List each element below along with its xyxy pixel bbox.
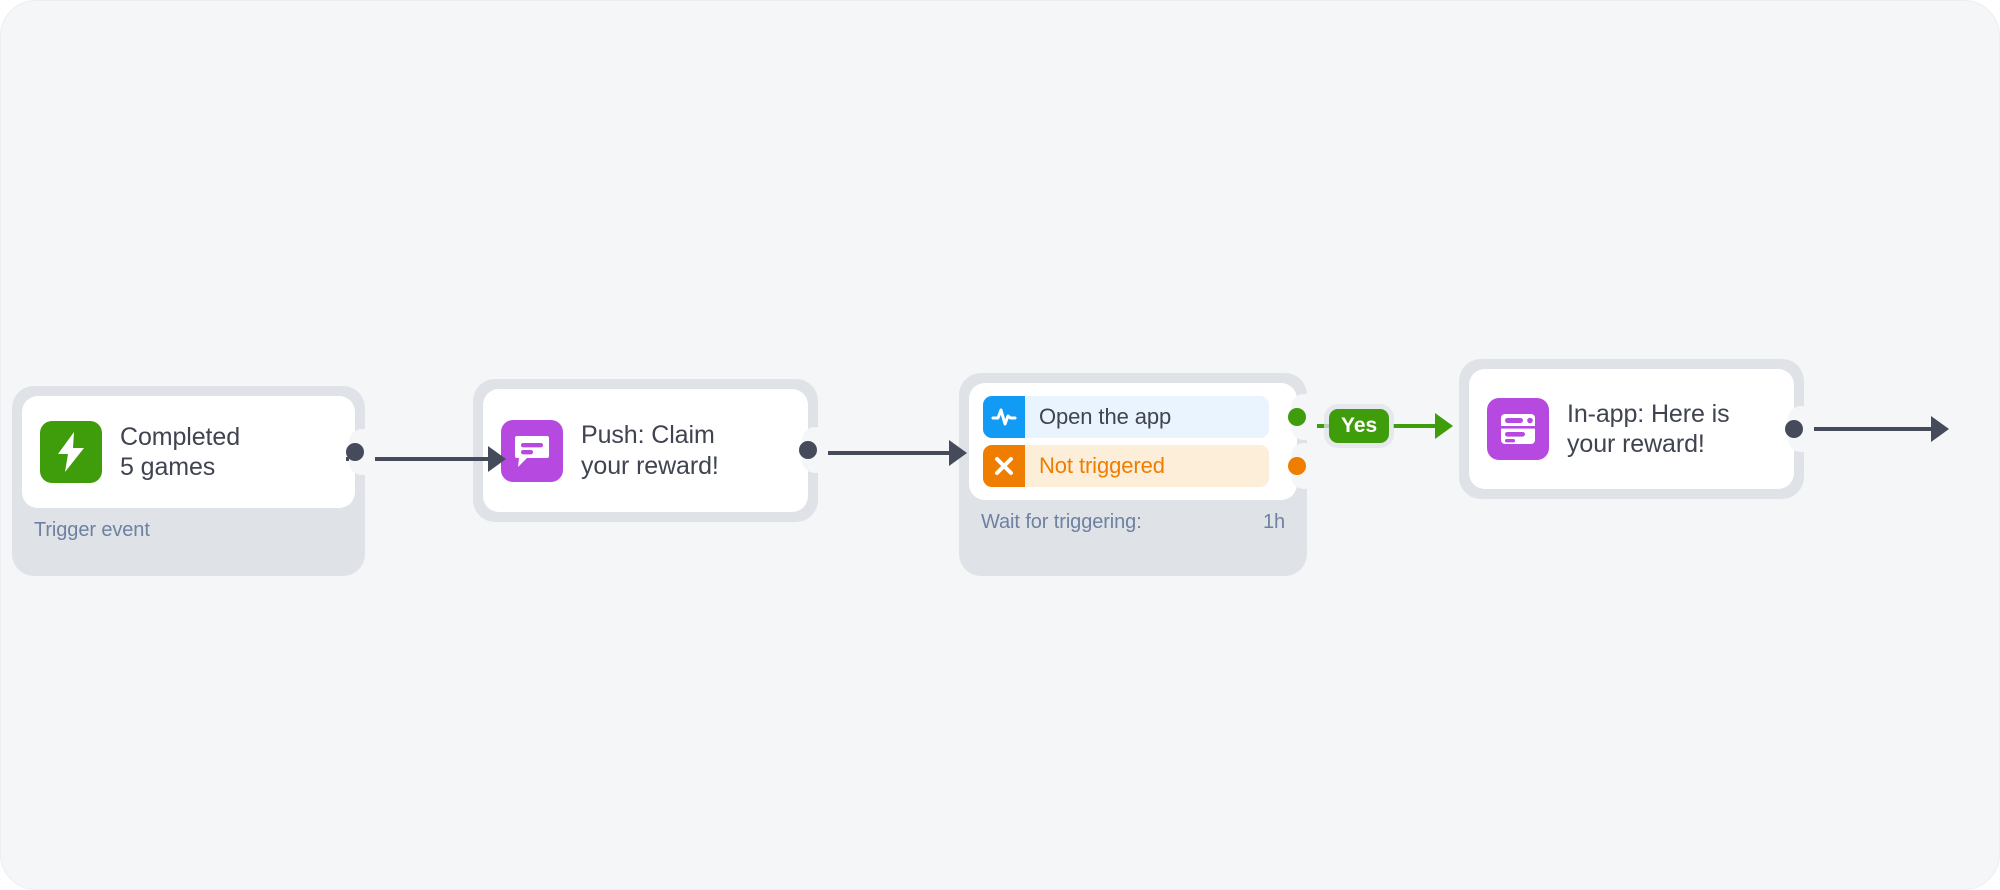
edge-push-to-wait-arrow bbox=[949, 440, 967, 466]
edge-wait-yes-arrow bbox=[1435, 413, 1453, 439]
branch-label-open-the-app: Open the app bbox=[1039, 404, 1172, 429]
branch-open-the-app-output-dot[interactable] bbox=[1288, 408, 1306, 426]
node-in-app[interactable]: In-app: Here is your reward! bbox=[1459, 359, 1814, 499]
branch-badge-yes-label: Yes bbox=[1341, 414, 1378, 437]
in-app-window-icon bbox=[1487, 398, 1549, 460]
node-wait-footer-value: 1h bbox=[1262, 511, 1285, 533]
node-trigger-footer-label: Trigger event bbox=[34, 519, 150, 541]
lightning-bolt-icon bbox=[40, 421, 102, 483]
branch-badge-yes[interactable]: Yes bbox=[1329, 409, 1390, 443]
node-wait-footer-label: Wait for triggering: bbox=[981, 511, 1142, 533]
chat-bubble-icon bbox=[501, 419, 563, 482]
edge-push-to-wait bbox=[807, 451, 959, 455]
branch-label-not-triggered: Not triggered bbox=[1039, 453, 1165, 478]
node-push[interactable]: Push: Claim your reward! bbox=[473, 379, 828, 522]
node-push-title: Push: Claim your reward! bbox=[581, 421, 719, 480]
node-wait-for-triggering[interactable]: Open the app Not triggered Wait for trig… bbox=[959, 373, 1317, 576]
node-trigger-event[interactable]: Completed 5 games Trigger event bbox=[12, 386, 375, 576]
edge-in-app-to-next-arrow bbox=[1931, 416, 1949, 442]
node-in-app-card[interactable]: In-app: Here is your reward! bbox=[1469, 369, 1814, 489]
branch-row-open-the-app[interactable]: Open the app bbox=[983, 396, 1269, 438]
node-in-app-title: In-app: Here is your reward! bbox=[1567, 399, 1730, 459]
branch-not-triggered-output-dot[interactable] bbox=[1288, 457, 1306, 475]
edge-trigger-to-push bbox=[346, 457, 498, 461]
node-trigger-card[interactable]: Completed 5 games bbox=[22, 396, 375, 508]
node-trigger-output-dot[interactable] bbox=[346, 443, 364, 461]
node-push-output-dot[interactable] bbox=[799, 441, 817, 459]
node-in-app-output-dot[interactable] bbox=[1785, 420, 1803, 438]
node-push-card[interactable]: Push: Claim your reward! bbox=[483, 389, 828, 512]
node-trigger-footer: Trigger event bbox=[22, 508, 355, 546]
branch-row-not-triggered[interactable]: Not triggered bbox=[983, 445, 1269, 487]
close-x-icon bbox=[983, 445, 1025, 487]
node-trigger-title: Completed 5 games bbox=[120, 422, 240, 482]
edge-wait-yes-to-in-app bbox=[1393, 424, 1445, 428]
activity-pulse-icon bbox=[983, 396, 1025, 438]
node-wait-card[interactable]: Open the app Not triggered bbox=[969, 383, 1317, 500]
node-wait-footer: Wait for triggering: 1h bbox=[969, 500, 1297, 538]
edge-trigger-to-push-arrow bbox=[488, 446, 506, 472]
edge-in-app-to-next bbox=[1801, 427, 1939, 431]
